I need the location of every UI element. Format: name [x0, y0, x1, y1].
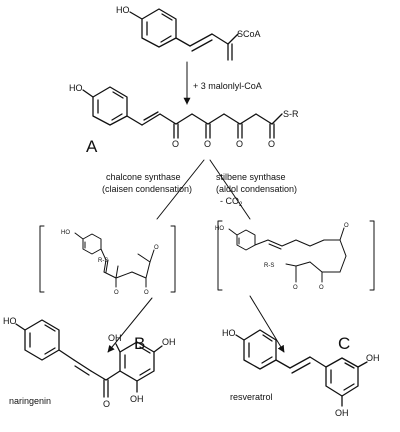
naringenin-oh-label-1: OH [108, 333, 122, 343]
claisen-condensation-label: (claisen condensation) [102, 184, 192, 194]
naringenin-oh-label-3: OH [162, 337, 176, 347]
naringenin-name: naringenin [9, 396, 51, 406]
chalcone-cyclization-intermediate: HO R-S O O O [39, 225, 176, 296]
intermediate-oxygen-1: O [172, 139, 179, 149]
label-b: B [134, 334, 145, 353]
svg-text:HO: HO [61, 230, 70, 236]
chalcone-synthase-label: chalcone synthase [106, 172, 181, 182]
arrow-to-naringenin [107, 297, 153, 353]
stilbene-cyclization-intermediate: HO R-S O O O [215, 220, 375, 291]
sr-label: S-R [283, 109, 299, 119]
naringenin-structure: HO O OH OH OH B naringenin [3, 316, 176, 409]
intermediate-ho-label: HO [69, 83, 83, 93]
scoa-label: SCoA [237, 29, 261, 39]
resveratrol-oh-label-1: OH [366, 353, 380, 363]
resveratrol-name: resveratrol [230, 392, 273, 402]
left-branch-line [156, 159, 205, 220]
malonyl-coa-label: + 3 malonlyl-CoA [193, 81, 262, 91]
resveratrol-structure: HO OH OH C resveratrol [222, 328, 380, 418]
resveratrol-ho-label: HO [222, 328, 236, 338]
aldol-condensation-label: (aldol condensation) [216, 184, 297, 194]
svg-text:O: O [114, 290, 119, 296]
svg-text:HO: HO [215, 226, 224, 232]
intermediate-oxygen-3: O [236, 139, 243, 149]
intermediate-oxygen-2: O [204, 139, 211, 149]
svg-text:O: O [293, 285, 298, 291]
polyketide-intermediate-structure: HO O O O O S-R A [69, 83, 299, 156]
svg-text:R-S: R-S [264, 263, 274, 269]
naringenin-o-label: O [103, 399, 110, 409]
resveratrol-oh-label-2: OH [335, 408, 349, 418]
label-c: C [338, 334, 350, 353]
naringenin-oh-label-2: OH [130, 394, 144, 404]
naringenin-ho-label: HO [3, 316, 17, 326]
label-a: A [86, 137, 98, 156]
coumaroyl-coa-structure: HO SCoA [116, 5, 261, 61]
intermediate-oxygen-4: O [268, 139, 275, 149]
right-branch-line [209, 159, 251, 220]
svg-text:R-S: R-S [98, 258, 108, 264]
stilbene-synthase-label: stilbene synthase [216, 172, 286, 182]
start-ho-label: HO [116, 5, 130, 15]
svg-text:O: O [144, 290, 149, 296]
co2-loss-label: - CO2 [220, 196, 243, 208]
svg-text:O: O [154, 245, 159, 251]
arrow-to-resveratrol [249, 295, 285, 353]
svg-text:O: O [344, 223, 349, 229]
svg-text:O: O [319, 285, 324, 291]
